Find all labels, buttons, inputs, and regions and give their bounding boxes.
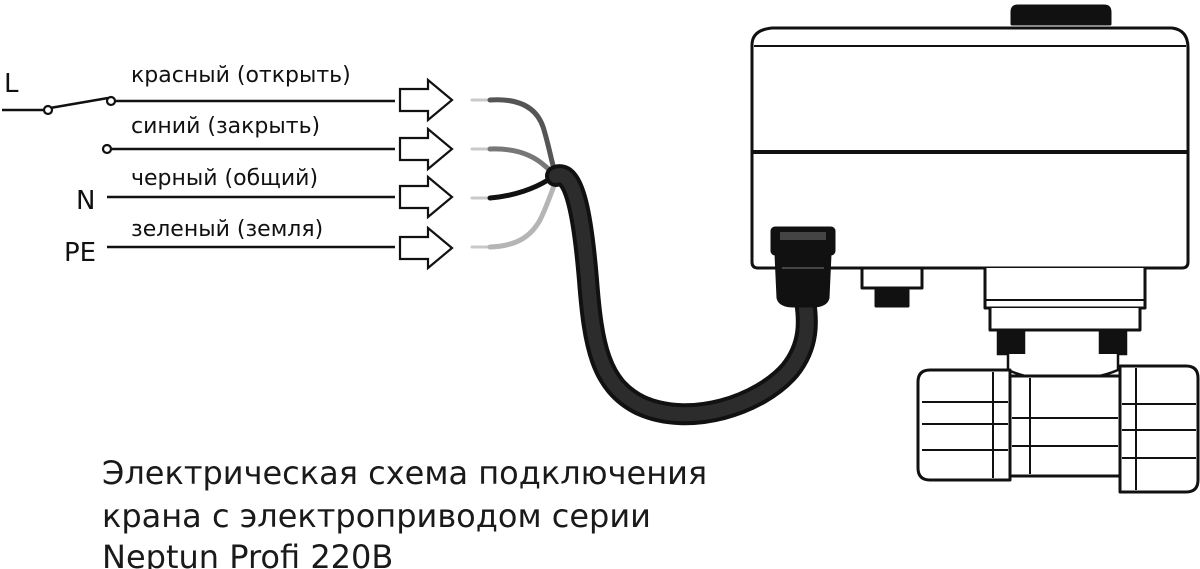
wire-label-green: зеленый (земля) bbox=[131, 217, 323, 242]
power-cable-highlight bbox=[549, 168, 814, 422]
switch-contact-right bbox=[105, 95, 117, 107]
stem-bolts bbox=[996, 330, 1128, 382]
arrow-1 bbox=[398, 77, 454, 123]
terminal-l-label: L bbox=[4, 69, 19, 99]
actuator-housing-top bbox=[750, 26, 1190, 154]
bolt-left bbox=[996, 330, 1026, 356]
actuator bbox=[750, 4, 1190, 332]
bolt-right bbox=[1098, 330, 1128, 356]
wire-label-black: черный (общий) bbox=[131, 166, 318, 191]
terminal-pe-label: PE bbox=[64, 238, 96, 268]
wire-leads bbox=[470, 97, 560, 250]
actuator-housing-bottom bbox=[750, 150, 1190, 270]
gland-nut-top-hi bbox=[780, 232, 826, 240]
ball-valve bbox=[916, 364, 1200, 494]
gland-body bbox=[774, 252, 832, 308]
switch-contact-left bbox=[42, 104, 54, 116]
gland-nut-top bbox=[770, 226, 836, 256]
wire-label-blue: синий (закрыть) bbox=[131, 114, 320, 139]
manual-knob bbox=[1010, 4, 1112, 26]
actuator-foot-bolt bbox=[874, 286, 910, 308]
caption-line-1: Электрическая схема подключения bbox=[102, 454, 707, 492]
terminal-lines bbox=[2, 96, 395, 249]
actuator-base bbox=[983, 268, 1147, 310]
connection-arrows bbox=[398, 77, 454, 271]
terminal-n-label: N bbox=[76, 186, 95, 216]
switch-blade bbox=[49, 96, 109, 110]
terminal-circles bbox=[42, 95, 117, 155]
mount-bracket bbox=[988, 308, 1142, 332]
lead-wire-red bbox=[487, 97, 559, 178]
terminal-contact-2 bbox=[101, 143, 113, 155]
valve-center bbox=[1008, 374, 1122, 478]
arrow-3 bbox=[398, 174, 454, 220]
arrow-4 bbox=[398, 225, 454, 271]
caption-line-3: Neptun Profi 220В bbox=[102, 538, 393, 569]
cable-gland bbox=[770, 226, 836, 308]
caption-line-2: крана с электроприводом серии bbox=[102, 497, 651, 535]
actuator-foot bbox=[860, 266, 924, 290]
arrow-2 bbox=[398, 126, 454, 172]
wire-label-red: красный (открыть) bbox=[131, 63, 351, 88]
lead-wire-green bbox=[487, 175, 560, 250]
